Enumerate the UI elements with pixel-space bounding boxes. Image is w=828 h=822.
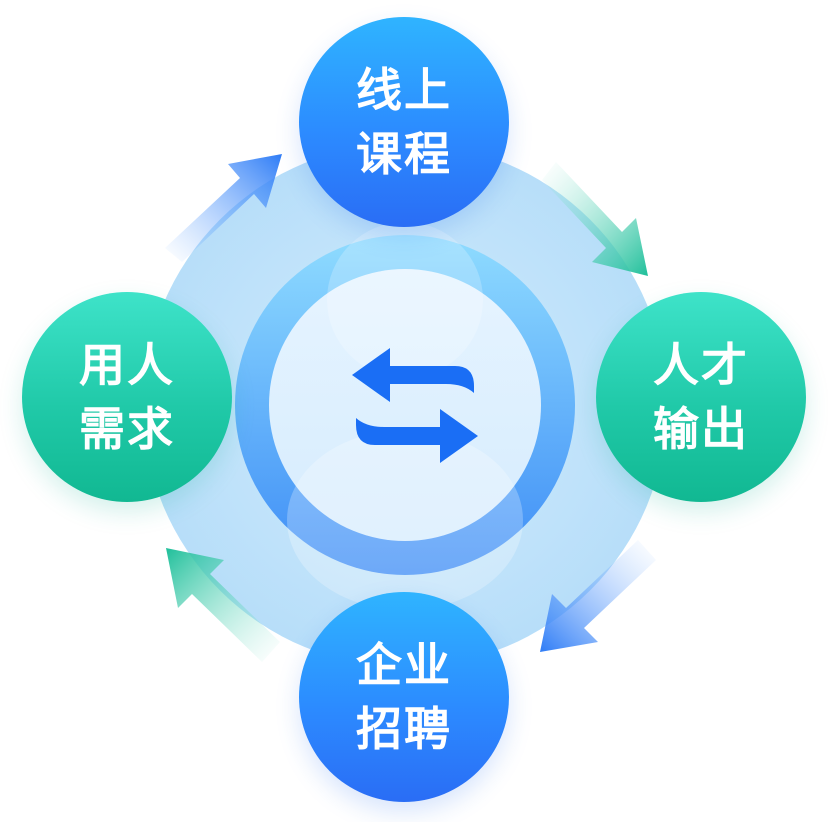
center-decoration [287, 430, 523, 610]
node-label: 用人 [79, 338, 175, 392]
arrow-right-to-bottom [540, 540, 656, 652]
node-label: 招聘 [356, 702, 452, 756]
node-enterprise-recruitment: 企业 招聘 [299, 592, 509, 802]
node-online-courses: 线上 课程 [299, 17, 509, 227]
center-disc [269, 269, 541, 541]
exchange-arrows-icon [352, 348, 478, 463]
arrow-top-to-right [542, 162, 648, 276]
arrow-left-to-top [165, 154, 282, 262]
node-label: 课程 [356, 127, 452, 181]
node-label: 企业 [356, 638, 452, 692]
node-label: 线上 [356, 63, 452, 117]
center-decoration [327, 222, 483, 378]
node-employment-demand: 用人 需求 [22, 292, 232, 502]
node-label: 需求 [79, 402, 175, 456]
node-talent-output: 人才 输出 [596, 292, 806, 502]
arrow-bottom-to-left [166, 548, 280, 662]
node-label: 人才 [653, 338, 749, 392]
node-label: 输出 [653, 402, 749, 456]
